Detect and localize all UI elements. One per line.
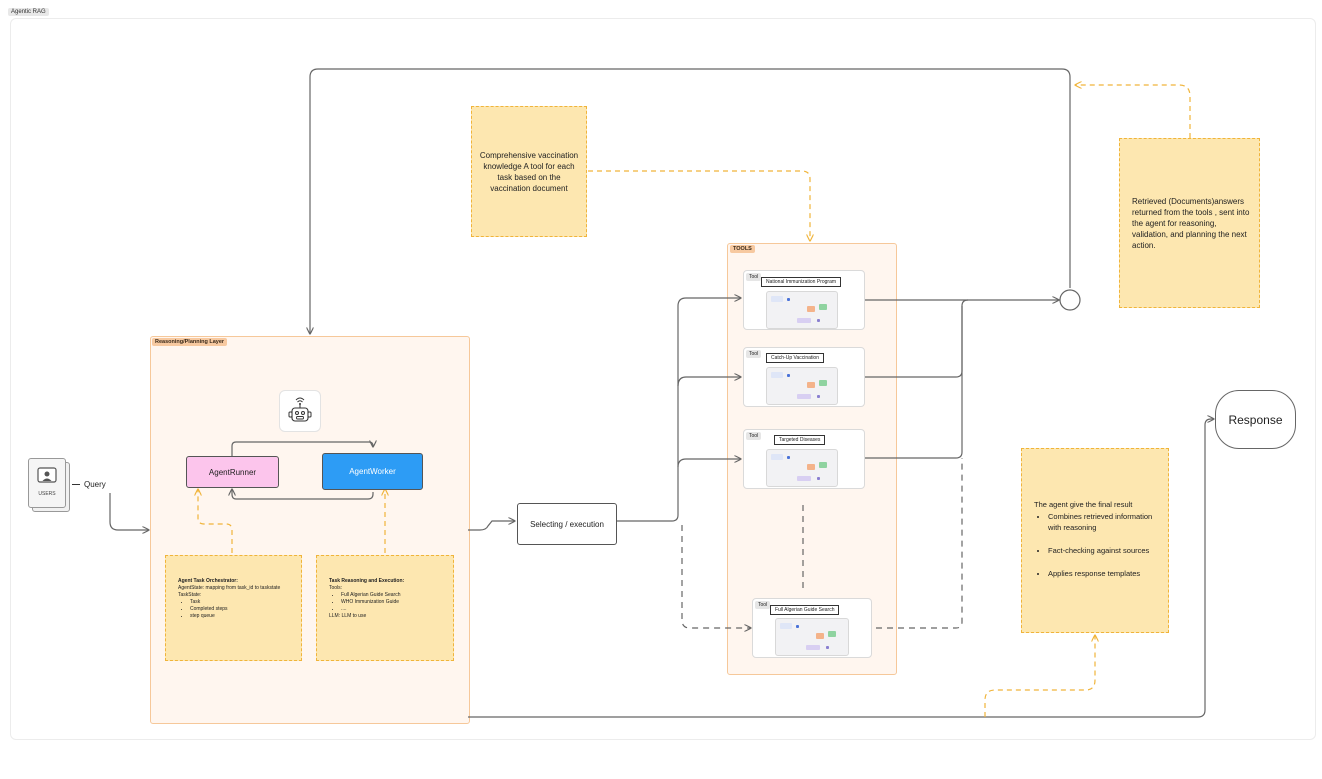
orchestrator-item: step queue bbox=[190, 613, 289, 620]
tool-tag: Tool bbox=[746, 273, 762, 281]
reasoning-layer-tag: Reasoning/Planning Layer bbox=[152, 338, 228, 346]
preview-block bbox=[817, 395, 820, 398]
preview-block bbox=[796, 625, 799, 628]
tool-preview bbox=[775, 618, 849, 656]
preview-block bbox=[797, 318, 811, 323]
execution-line1: Tools: bbox=[329, 585, 343, 591]
preview-block bbox=[797, 476, 811, 481]
preview-block bbox=[817, 319, 820, 322]
robot-icon bbox=[288, 397, 312, 422]
tools-tag: TOOLS bbox=[730, 245, 755, 253]
preview-block bbox=[828, 631, 836, 637]
tool-card-targeted-diseases[interactable]: Tool Targeted Diseases bbox=[743, 429, 865, 489]
tool-card-full-algerian-guide[interactable]: Tool Full Algerian Guide Search bbox=[752, 598, 872, 658]
preview-block bbox=[787, 298, 790, 301]
user-icon bbox=[37, 467, 57, 483]
tool-card-catch-up[interactable]: Tool Catch-Up Vaccination bbox=[743, 347, 865, 407]
preview-block bbox=[816, 633, 824, 639]
knowledge-note-text: Comprehensive vaccination knowledge A to… bbox=[479, 150, 579, 193]
preview-block bbox=[806, 645, 820, 650]
tool-title: National Immunization Program bbox=[761, 277, 842, 287]
users-card[interactable]: USERS bbox=[28, 458, 66, 508]
agent-worker-node[interactable]: AgentWorker bbox=[322, 453, 423, 490]
execution-item: WHO Immunization Guide bbox=[341, 599, 441, 606]
final-note-item: Applies response templates bbox=[1048, 568, 1160, 579]
preview-block bbox=[787, 456, 790, 459]
tool-card-national-immunization[interactable]: Tool National Immunization Program bbox=[743, 270, 865, 330]
orchestrator-item: Task bbox=[190, 599, 289, 606]
robot-card bbox=[279, 390, 321, 432]
tool-tag: Tool bbox=[755, 601, 771, 609]
preview-block bbox=[819, 462, 827, 468]
preview-block bbox=[819, 304, 827, 310]
retrieved-note-text: Retrieved (Documents)answers returned fr… bbox=[1132, 196, 1250, 250]
tool-preview bbox=[766, 367, 838, 405]
preview-block bbox=[787, 374, 790, 377]
tool-title: Catch-Up Vaccination bbox=[766, 353, 824, 363]
final-result-note: The agent give the final result Combines… bbox=[1021, 448, 1169, 633]
orchestrator-item: Completed steps bbox=[190, 606, 289, 613]
preview-block bbox=[807, 306, 815, 312]
users-label: USERS bbox=[38, 491, 56, 497]
orchestrator-title: Agent Task Orchestrator: bbox=[178, 578, 238, 584]
execution-title: Task Reasoning and Execution: bbox=[329, 578, 405, 584]
execution-item: .... bbox=[341, 606, 441, 613]
execution-line2: LLM: LLM to use bbox=[329, 613, 367, 619]
selecting-execution-node[interactable]: Selecting / execution bbox=[517, 503, 617, 545]
preview-block bbox=[807, 382, 815, 388]
frame-title: Agentic RAG bbox=[8, 8, 49, 16]
tool-tag: Tool bbox=[746, 350, 762, 358]
tool-title: Full Algerian Guide Search bbox=[770, 605, 840, 615]
preview-block bbox=[780, 623, 792, 629]
agent-runner-node[interactable]: AgentRunner bbox=[186, 456, 279, 488]
query-dash bbox=[72, 484, 80, 485]
preview-block bbox=[807, 464, 815, 470]
query-label: Query bbox=[84, 480, 106, 489]
tool-preview bbox=[766, 291, 838, 329]
preview-block bbox=[797, 394, 811, 399]
preview-block bbox=[817, 477, 820, 480]
preview-block bbox=[826, 646, 829, 649]
preview-block bbox=[771, 296, 783, 302]
preview-block bbox=[771, 372, 783, 378]
tool-preview bbox=[766, 449, 838, 487]
final-note-item: Combines retrieved information with reas… bbox=[1048, 511, 1160, 533]
orchestrator-line2: TaskState: bbox=[178, 592, 202, 598]
retrieved-note: Retrieved (Documents)answers returned fr… bbox=[1119, 138, 1260, 308]
preview-block bbox=[819, 380, 827, 386]
orchestrator-line1: AgentState: mapping from task_id to task… bbox=[178, 585, 281, 591]
final-note-item: Fact-checking against sources bbox=[1048, 545, 1160, 556]
final-note-title: The agent give the final result bbox=[1034, 500, 1133, 509]
preview-block bbox=[771, 454, 783, 460]
orchestrator-note: Agent Task Orchestrator: AgentState: map… bbox=[165, 555, 302, 661]
execution-item: Full Algerian Guide Search bbox=[341, 592, 441, 599]
tool-title: Targeted Diseases bbox=[774, 435, 826, 445]
response-node[interactable]: Response bbox=[1215, 390, 1296, 449]
execution-note: Task Reasoning and Execution: Tools: Ful… bbox=[316, 555, 454, 661]
knowledge-note: Comprehensive vaccination knowledge A to… bbox=[471, 106, 587, 237]
tool-tag: Tool bbox=[746, 432, 762, 440]
